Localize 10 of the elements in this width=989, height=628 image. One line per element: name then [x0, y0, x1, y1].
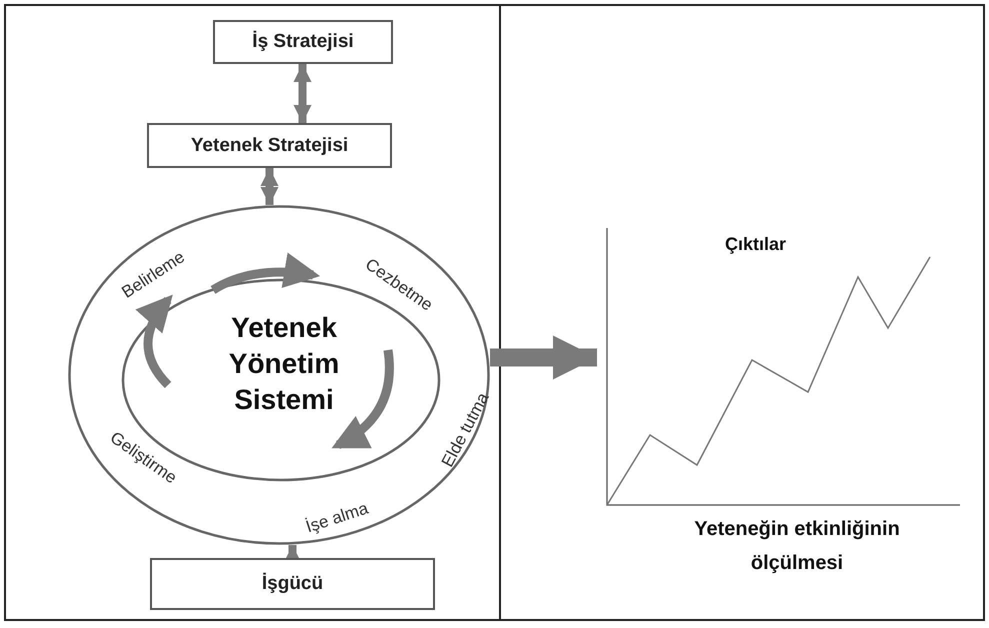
process-box: İşgücü [150, 558, 435, 610]
process-box: İş Stratejisi [213, 20, 393, 64]
chart-title: Çıktılar [725, 234, 786, 255]
arrow [294, 64, 312, 123]
ring-label: İşe alma [303, 498, 371, 538]
arrow [490, 336, 597, 380]
process-box: Yetenek Stratejisi [147, 123, 392, 168]
center-title: Yetenek Yönetim Sistemi [228, 311, 340, 417]
arrow [260, 168, 278, 205]
axis-label: Yeteneğin etkinliğinin ölçülmesi [693, 517, 901, 576]
